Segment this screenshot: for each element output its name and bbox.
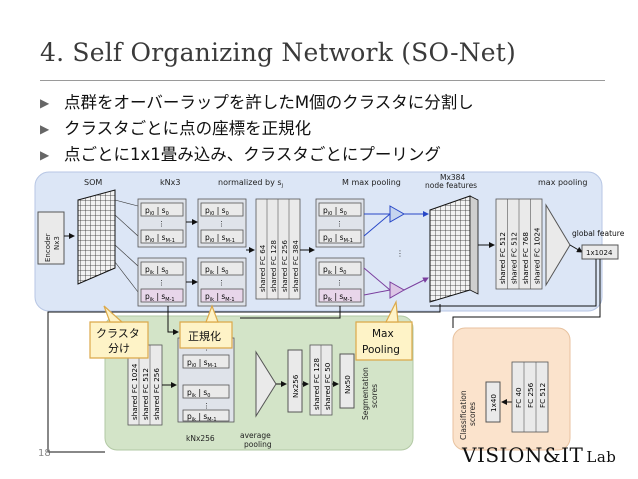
svg-text:pi0 | s0: pi0 | s0 [205,206,229,217]
svg-text:Nx50: Nx50 [343,375,352,394]
callout-normalize: 正規化 [179,304,233,349]
svg-text:Max: Max [372,328,394,340]
one-x40-box [485,381,501,423]
max-pooling-label: max pooling [538,178,587,187]
svg-text:正規化: 正規化 [188,329,221,343]
seg-fc-right-stack: shared FC 128 shared FC 50 [309,344,333,416]
node-features-grid [429,195,479,303]
svg-text:shared FC 1024: shared FC 1024 [533,227,542,284]
slide-title: 4. Self Organizing Network (SO-Net) [40,38,517,67]
svg-text:⋮: ⋮ [203,402,210,410]
svg-text:shared FC 512: shared FC 512 [510,232,519,284]
seg-point-cells: ⋮ pi0 | sM-1 pik | s0 ⋮ pik | sM-1 [177,337,235,423]
svg-text:pik | sM-1: pik | sM-1 [323,292,353,303]
bullet-text: 点群をオーバーラップを許したM個のクラスタに分割し [64,93,474,112]
svg-text:pik | s0: pik | s0 [323,265,346,276]
svg-text:pik | sM-1: pik | sM-1 [205,292,235,303]
svg-text:⋮: ⋮ [336,220,343,228]
point-cells-col3: pi0 | s0 ⋮ pi0 | sM-1 pik | s0 ⋮ pik | s… [315,198,365,307]
bullet-list: ▶ 点群をオーバーラップを許したM個のクラスタに分割し ▶ クラスタごとに点の座標を… [40,90,474,168]
classification-background [452,327,571,451]
svg-text:pi0 | s0: pi0 | s0 [323,206,347,217]
svg-text:⋮: ⋮ [336,279,343,287]
normalized-label: normalized by sj [218,178,284,189]
nx50-box [339,353,355,409]
svg-text:shared FC 1024: shared FC 1024 [130,363,139,420]
svg-text:pik | s0: pik | s0 [187,388,210,399]
m-max-pooling-arrows: ⋮ [363,205,429,299]
triangle-right-icon: ▶ [40,122,50,136]
svg-text:FC 256: FC 256 [526,382,535,408]
svg-text:shared FC 128: shared FC 128 [312,358,321,410]
svg-text:shared FC 64: shared FC 64 [258,244,267,292]
svg-text:shared FC 512: shared FC 512 [498,232,507,284]
svg-text:Pooling: Pooling [362,344,400,356]
svg-text:⋮: ⋮ [396,249,404,258]
svg-text:shared FC 50: shared FC 50 [323,362,332,410]
svg-text:1x1024: 1x1024 [586,249,613,257]
svg-text:pi0 | s0: pi0 | s0 [145,206,169,217]
svg-text:1x40: 1x40 [489,394,498,412]
svg-text:⋮: ⋮ [218,220,225,228]
global-feature-label: global feature [572,229,625,238]
triangle-right-icon: ▶ [40,148,50,162]
svg-text:pik | s0: pik | s0 [205,265,228,276]
svg-text:pi0 | sM-1: pi0 | sM-1 [323,233,353,244]
svg-text:FC 512: FC 512 [538,383,547,408]
svg-text:shared FC 384: shared FC 384 [291,240,300,292]
encoder-label: Encoder [44,233,52,262]
svg-text:pi0 | sM-1: pi0 | sM-1 [205,233,235,244]
callout-cluster: クラスタ 分け [89,305,149,359]
knx3-label: kNx3 [160,178,180,187]
svg-text:pik | sM-1: pik | sM-1 [187,412,217,423]
triangle-right-icon: ▶ [40,96,50,110]
svg-text:pi0 | sM-1: pi0 | sM-1 [145,233,175,244]
svg-text:Nx256: Nx256 [291,374,300,398]
global-fc-stack: shared FC 512 shared FC 512 shared FC 76… [495,198,543,290]
point-cells-col2: pi0 | s0 ⋮ pi0 | sM-1 pik | s0 ⋮ pik | s… [197,198,247,307]
svg-text:shared FC 768: shared FC 768 [521,232,530,284]
m-max-pooling-label: M max pooling [342,178,401,187]
svg-text:pik | sM-1: pik | sM-1 [145,292,175,303]
bullet-item: ▶ 点群をオーバーラップを許したM個のクラスタに分割し [40,90,474,116]
som-grid [77,189,116,285]
svg-text:shared FC 512: shared FC 512 [141,368,150,420]
svg-text:分け: 分け [108,342,130,355]
svg-text:shared FC 256: shared FC 256 [280,240,289,292]
encoder-input-box [37,211,65,265]
average-pooling-triangle [255,350,277,418]
point-cells-col1: pi0 | s0 ⋮ pi0 | sM-1 pik | s0 ⋮ pik | s… [137,198,187,307]
page-number: 18 [38,448,51,459]
callout-max-pooling: Max Pooling [355,299,413,361]
classification-scores-label: Classificationscores [459,390,477,440]
bullet-text: 点ごとに1x1畳み込み、クラスタごとにプーリング [64,145,441,164]
svg-text:pi0 | sM-1: pi0 | sM-1 [187,358,217,369]
svg-text:⋮: ⋮ [218,279,225,287]
segmentation-scores-label: Segmentationscores [361,367,379,420]
som-label: SOM [84,178,102,187]
svg-text:pik | s0: pik | s0 [145,265,168,276]
bullet-item: ▶ クラスタごとに点の座標を正規化 [40,116,474,142]
bullet-text: クラスタごとに点の座標を正規化 [64,119,312,138]
knx256-label: kNx256 [186,434,215,443]
svg-text:FC 40: FC 40 [514,387,523,408]
cls-fc-stack: FC 40 FC 256 FC 512 [511,361,549,433]
max-pooling-triangle [545,203,571,287]
nx3-label: Nx3 [53,236,61,250]
svg-text:shared FC 128: shared FC 128 [269,240,278,292]
svg-text:shared FC 256: shared FC 256 [152,368,161,420]
svg-text:⋮: ⋮ [158,220,165,228]
svg-text:クラスタ: クラスタ [96,327,140,340]
nx256-box [287,349,303,413]
title-divider [40,80,605,81]
encoder-fc-stack: shared FC 64 shared FC 128 shared FC 256… [255,198,301,300]
bullet-item: ▶ 点ごとに1x1畳み込み、クラスタごとにプーリング [40,142,474,168]
svg-text:⋮: ⋮ [158,279,165,287]
